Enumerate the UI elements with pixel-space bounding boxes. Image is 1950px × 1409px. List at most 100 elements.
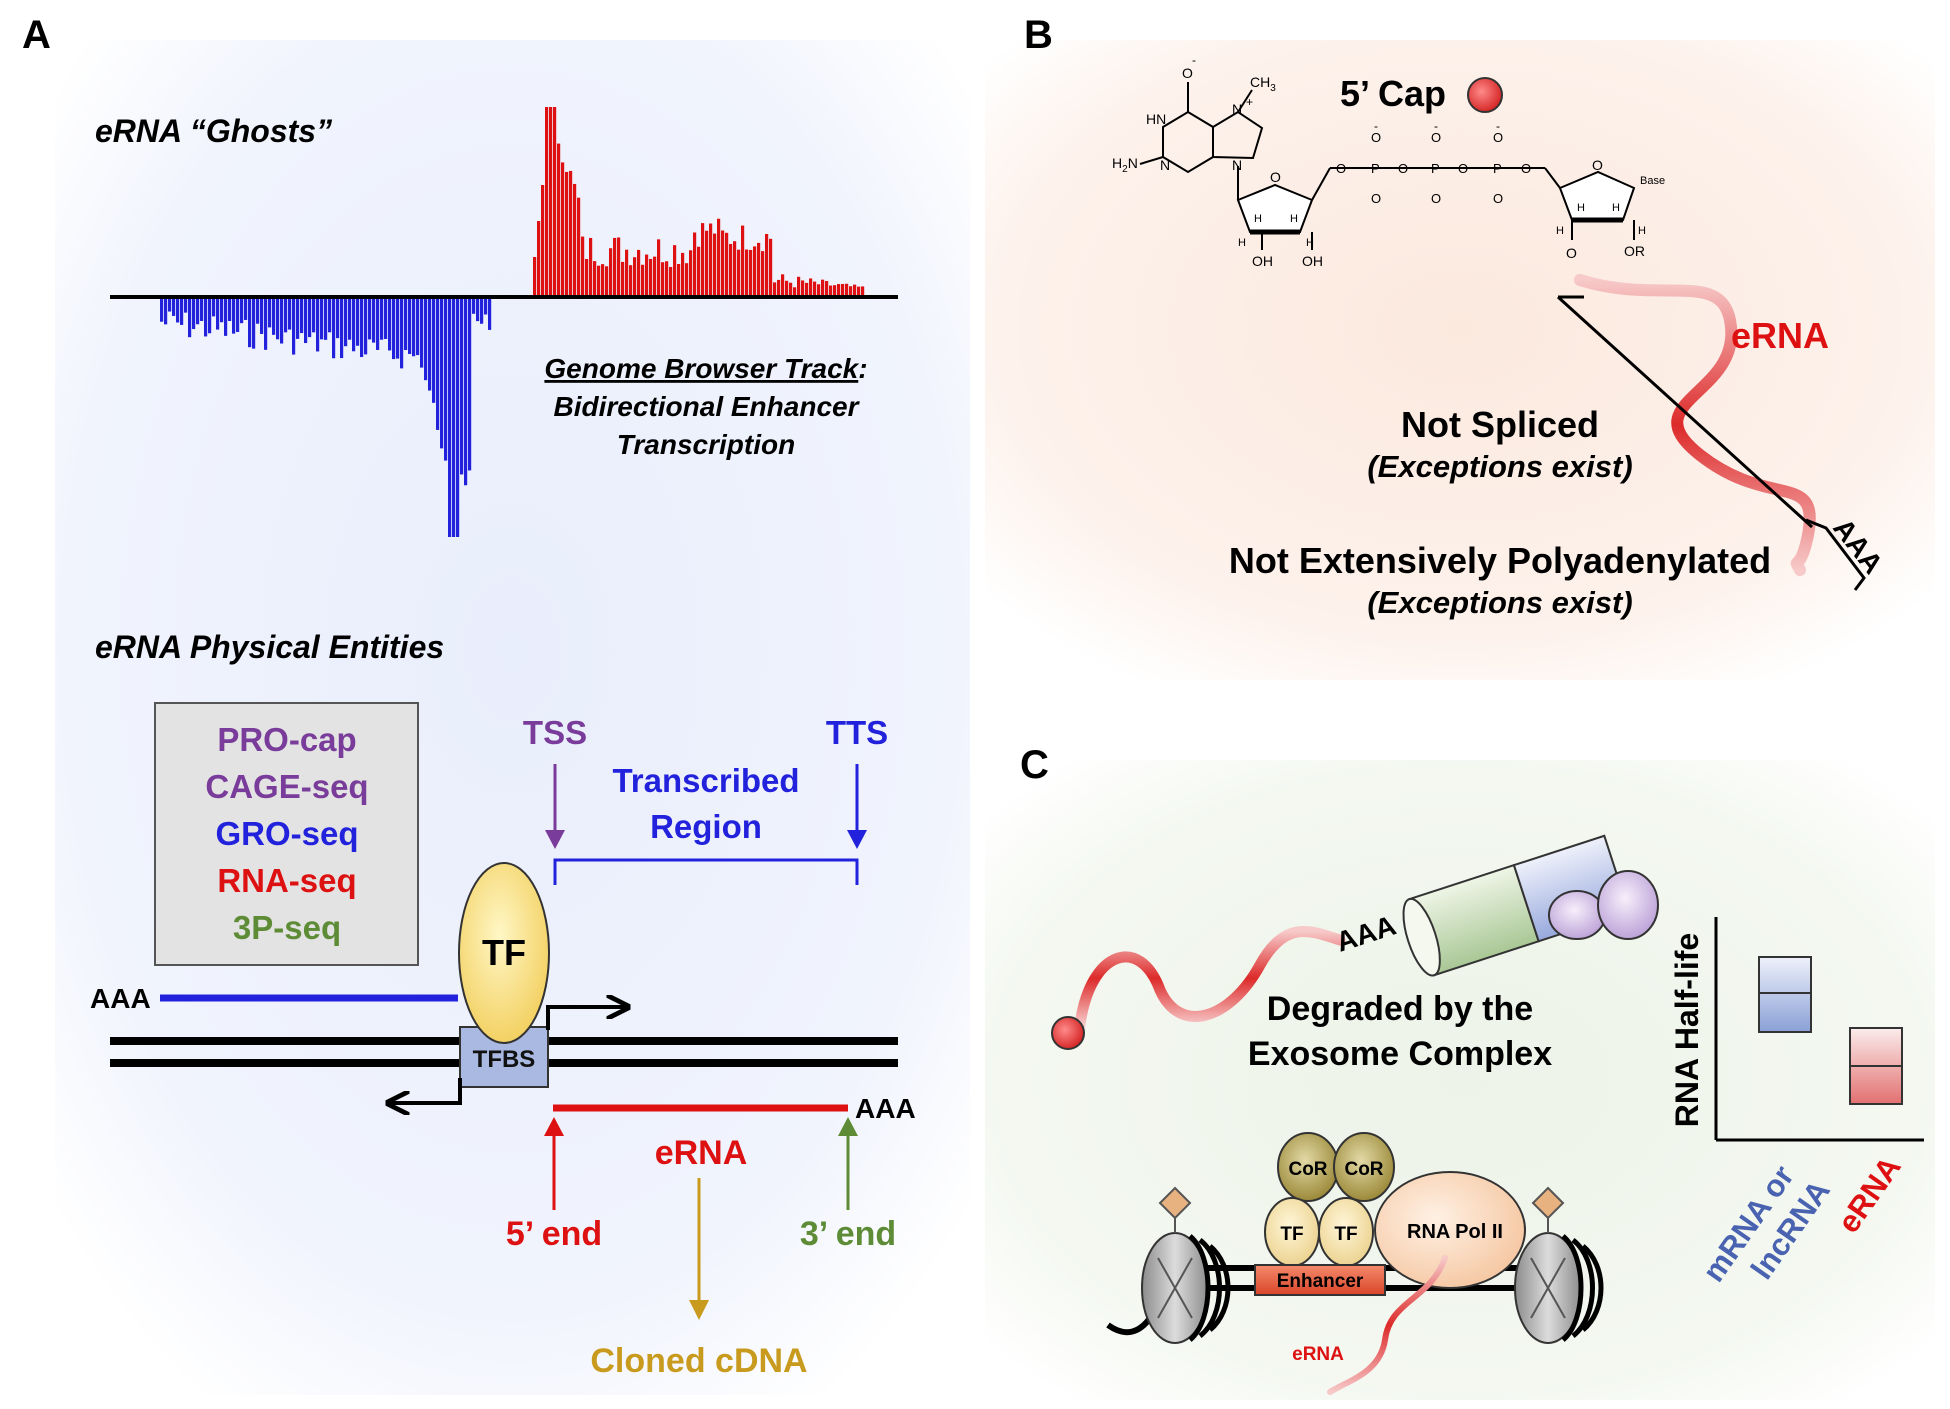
plus-strand-bar — [689, 250, 693, 297]
chem-nplus: N — [1232, 101, 1242, 117]
plus-strand-bar — [681, 252, 685, 297]
phosphate-1: O P O - O — [1336, 119, 1381, 206]
cloned-cdna-label: Cloned cDNA — [590, 1342, 807, 1380]
minus-strand-bar — [372, 297, 376, 343]
plus-strand-bar — [709, 223, 713, 297]
ribose-2 — [1558, 170, 1636, 221]
minus-strand-bar — [224, 297, 228, 336]
track-caption-colon: : — [858, 353, 867, 384]
panel-label-a: A — [22, 13, 51, 57]
minus-strand-bar — [376, 297, 380, 350]
plus-strand-bar — [597, 265, 601, 297]
enhancer-label: Enhancer — [1277, 1271, 1364, 1292]
minus-strand-bar — [488, 297, 492, 330]
track-caption-underlined: Genome Browser Track — [544, 353, 859, 384]
plus-strand-bar — [761, 251, 765, 297]
ribose-1-h1: H — [1254, 213, 1262, 225]
plus-strand-bar — [561, 162, 565, 297]
plus-strand-bar — [793, 287, 797, 297]
minus-strand-bar — [480, 297, 484, 324]
minus-strand-bar — [336, 297, 340, 339]
plus-strand-bar — [621, 261, 625, 297]
phosphate-2-o-bottom: O — [1431, 191, 1441, 206]
phosphate-2-o-top: O — [1431, 130, 1441, 145]
plus-strand-bar — [673, 245, 677, 297]
minus-strand-bar — [464, 297, 468, 486]
plus-strand-bar — [581, 236, 585, 297]
erna-length-line — [1556, 295, 1814, 529]
ribose-1-oh-1: OH — [1252, 253, 1273, 269]
three-end-arrow-head — [838, 1117, 858, 1136]
erna-ribbon-b — [1574, 274, 1816, 576]
plus-strand-bar — [661, 262, 665, 297]
plus-strand-bar — [797, 276, 801, 297]
minus-strand-bar — [396, 297, 400, 359]
bridge-o-4: O — [1521, 161, 1531, 176]
exosome-complex — [1402, 834, 1659, 977]
plus-strand-bar — [853, 284, 857, 297]
nucleosome-right-x2 — [1530, 1257, 1566, 1319]
minus-strand-bar — [340, 297, 344, 359]
not-polyadenylated: Not Extensively Polyadenylated — [1229, 540, 1771, 581]
phosphate-1-o-top: O — [1371, 130, 1381, 145]
minus-strand-bar — [216, 297, 220, 330]
guanine-methyl-bond — [1237, 89, 1253, 113]
transcribed-region-line-1: Transcribed — [612, 762, 799, 799]
tfbs-label: TFBS — [473, 1046, 536, 1073]
plus-strand-bar — [801, 280, 805, 297]
bridge-o-3: O — [1458, 161, 1468, 176]
minus-strand-bar — [448, 297, 452, 537]
rna-pol-ii-label: RNA Pol II — [1407, 1221, 1503, 1243]
phosphate-2-p: P — [1431, 161, 1440, 176]
tf-c-2-label: TF — [1334, 1224, 1357, 1245]
ribose-1-oh-2: OH — [1302, 253, 1323, 269]
cdna-arrow-head — [689, 1300, 709, 1320]
plus-strand-bar — [637, 249, 641, 297]
minus-strand-bar — [412, 297, 416, 357]
phosphate-3-minus: - — [1496, 119, 1500, 133]
plus-strand-bar — [577, 197, 581, 297]
plus-strand-bar — [585, 258, 589, 297]
ribose-2-c5-bond — [1544, 167, 1561, 189]
minus-strand-bar — [236, 297, 240, 332]
minus-strand-bar — [368, 297, 372, 340]
minus-strand-bar — [280, 297, 284, 344]
tss-label: TSS — [523, 714, 587, 751]
transcribed-region-bracket — [553, 858, 859, 885]
plus-strand-bar — [729, 243, 733, 297]
genome-browser-track — [110, 107, 898, 537]
plus-strand-bar — [613, 237, 617, 297]
minus-strand-bar — [432, 297, 436, 403]
minus-strand-bar — [296, 297, 300, 339]
minus-strand-bar — [424, 297, 428, 381]
ribose-2-base: Base — [1640, 175, 1665, 187]
plus-strand-bar — [833, 285, 837, 297]
minus-strand-bar — [400, 297, 404, 369]
minus-strand-bar — [420, 297, 424, 368]
plus-strand-bar — [725, 232, 729, 297]
nucleosome-left-x2 — [1157, 1257, 1193, 1319]
minus-strand-bar — [172, 297, 176, 316]
nascent-erna-label: eRNA — [1292, 1344, 1344, 1365]
plus-strand-bar — [605, 266, 609, 297]
plus-strand-bar — [849, 286, 853, 297]
track-caption: Genome Browser Track: Bidirectional Enha… — [544, 353, 867, 460]
minus-strand-bar — [468, 297, 472, 471]
method-pro-cap: PRO-cap — [217, 721, 356, 758]
enhancer-schematic: RNA Pol II CoR CoR TF TF Enhancer eRNA — [1106, 1132, 1604, 1395]
minus-strand-bar — [352, 297, 356, 352]
plus-strand-bar — [789, 282, 793, 297]
minus-strand-bar — [264, 297, 268, 350]
minus-strand-bar — [356, 297, 360, 346]
plus-strand-bar — [609, 248, 613, 297]
minus-strand-bar — [292, 297, 296, 355]
minus-strand-bar — [416, 297, 420, 356]
minus-strand-bar — [348, 297, 352, 340]
ribose-2-3o: O — [1566, 245, 1577, 261]
plus-strand-bar — [781, 274, 785, 297]
minus-strand-bar — [476, 297, 480, 322]
minus-strand-bar — [380, 297, 384, 340]
minus-strand-bar — [164, 297, 168, 325]
ribose-1-o: O — [1270, 169, 1281, 185]
